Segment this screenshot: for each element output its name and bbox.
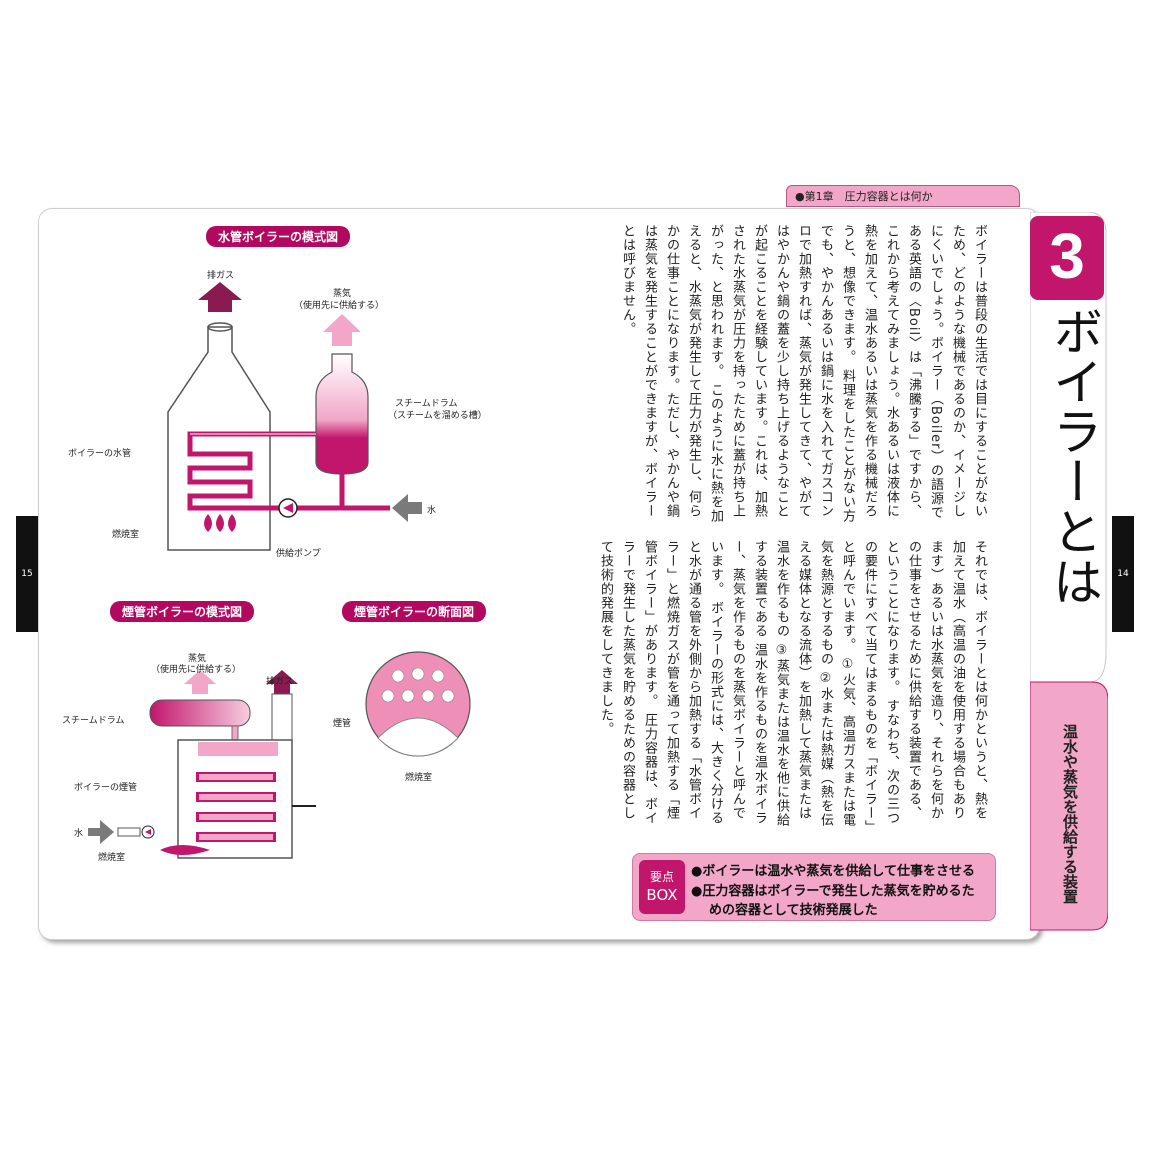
key-point-1: ●ボイラーは温水や蒸気を供給して仕事をさせる	[691, 864, 975, 879]
fig2-water-label: 水	[74, 829, 84, 839]
smoke-tube-holes	[381, 667, 455, 703]
flame-icon	[204, 514, 236, 532]
fig3-furnace-label: 燃焼室	[405, 773, 433, 783]
steam-drum	[149, 699, 251, 727]
steam-arrow-icon	[184, 670, 216, 694]
badge-line-2: BOX	[646, 886, 678, 904]
section-number: 3	[1049, 220, 1085, 292]
figure3-diagram	[365, 651, 471, 757]
figure2-title: 煙管ボイラーの模式図	[110, 601, 255, 622]
section-subtitle: 温水や蒸気を供給する装置	[1061, 724, 1079, 904]
fig1-drum-sub-label: （スチームを溜める槽）	[388, 411, 487, 421]
steam-arrow-icon	[323, 314, 361, 346]
figure1-diagram	[167, 282, 422, 551]
key-point-3: めの容器として技術発展した	[709, 903, 878, 918]
fig1-drum-label: スチームドラム	[395, 399, 458, 409]
boiler-furnace-outline	[167, 326, 271, 551]
body-paragraph-4: それでは、ボイラーとは何かというと、熱を加えて温水（高温の油を使用する場合もあり…	[884, 540, 987, 820]
water-arrow-icon	[88, 820, 114, 844]
water-arrow-icon	[392, 494, 422, 522]
fig1-tube-label: ボイラーの水管	[68, 449, 132, 459]
key-point-2: ●圧力容器はボイラーで発生した蒸気を貯めるた	[691, 884, 975, 899]
body-text-block-1: ボイラーは普段の生活では目にすることがないため、どのような機械であるのか、イメー…	[620, 224, 990, 524]
fig2-steam-label: 蒸気	[188, 654, 207, 664]
body-paragraph-11: 圧力容器は、ボイラーで発生した蒸気を貯めるための容器として技術的発展をしてきまし…	[598, 540, 657, 826]
body-paragraph-5: すなわち、次の三つの要件にすべて当てはまるものを「ボイラー」と呼んでいます。	[840, 540, 899, 828]
body-paragraph-2: 料理をしたことがない方でも、やかんあるいは鍋に水を入れてガスコンロで加熱すれば、…	[708, 224, 855, 524]
furnace-chamber	[377, 717, 459, 757]
fig1-exhaust-label: 排ガス	[207, 271, 235, 281]
water-tube	[187, 431, 316, 511]
fig2-tube-label: ボイラーの煙管	[74, 783, 138, 793]
chapter-header: ●第1章 圧力容器とは何か	[786, 185, 1020, 207]
body-paragraph-9: 温水を作るものを温水ボイラー、蒸気を作るものを蒸気ボイラーと呼んでいます。	[708, 540, 767, 826]
key-points-box: 要点 BOX ●ボイラーは温水や蒸気を供給して仕事をさせる ●圧力容器はボイラー…	[632, 853, 996, 921]
fig1-furnace-label: 燃焼室	[112, 530, 140, 540]
body-text-block-2: それでは、ボイラーとは何かというと、熱を加えて温水（高温の油を使用する場合もあり…	[598, 540, 990, 830]
burner-flame-icon	[160, 845, 210, 855]
key-points-badge: 要点 BOX	[639, 860, 685, 914]
badge-line-1: 要点	[649, 870, 674, 884]
section-title: ボイラーとは	[1045, 306, 1103, 606]
body-paragraph-6: ①火気、高温ガスまたは電気を熱源とするもの	[818, 540, 855, 828]
fig1-steam-label: 蒸気	[333, 289, 352, 299]
fig3-tube-label: 煙管	[333, 719, 352, 729]
section-tab	[1030, 212, 1108, 931]
fig1-water-label: 水	[427, 506, 437, 516]
fig2-exhaust-label: 排ガス	[266, 677, 294, 687]
figure2-diagram	[88, 670, 316, 859]
page-number-right: 14	[1112, 516, 1134, 632]
fig1-steam-sub-label: （使用先に供給する）	[294, 301, 385, 311]
page-number-left: 15	[16, 516, 38, 632]
steam-drum	[315, 353, 369, 475]
feed-pipe	[280, 474, 390, 511]
exhaust-arrow-icon	[266, 670, 298, 694]
body-paragraph-10: ボイラーの形式には、大きく分けると水が通る管を外側から加熱する「水管ボイラー」と…	[642, 540, 723, 826]
figure1-title: 水管ボイラーの模式図	[206, 226, 351, 247]
fig2-steam-sub-label: （使用先に供給する）	[151, 665, 242, 675]
fig2-furnace-label: 燃焼室	[98, 853, 126, 863]
fig2-drum-label: スチームドラム	[62, 716, 125, 726]
exhaust-arrow-icon	[198, 282, 242, 312]
fig1-pump-label: 供給ポンプ	[276, 549, 321, 559]
body-paragraph-1: ボイラーは普段の生活では目にすることがないため、どのような機械であるのか、イメー…	[840, 224, 987, 520]
body-paragraph-8: ③蒸気または温水を他に供給する装置である	[752, 540, 789, 828]
body-paragraph-7: ②水または熱媒（熱を伝える媒体となる流体）を加熱して蒸気または温水を作るもの	[774, 540, 833, 828]
figure3-title: 煙管ボイラーの断面図	[342, 601, 487, 622]
body-paragraph-3: このように水に熱を加えると、水蒸気が発生して圧力が発生し、何らかの仕事ことになり…	[620, 224, 723, 524]
